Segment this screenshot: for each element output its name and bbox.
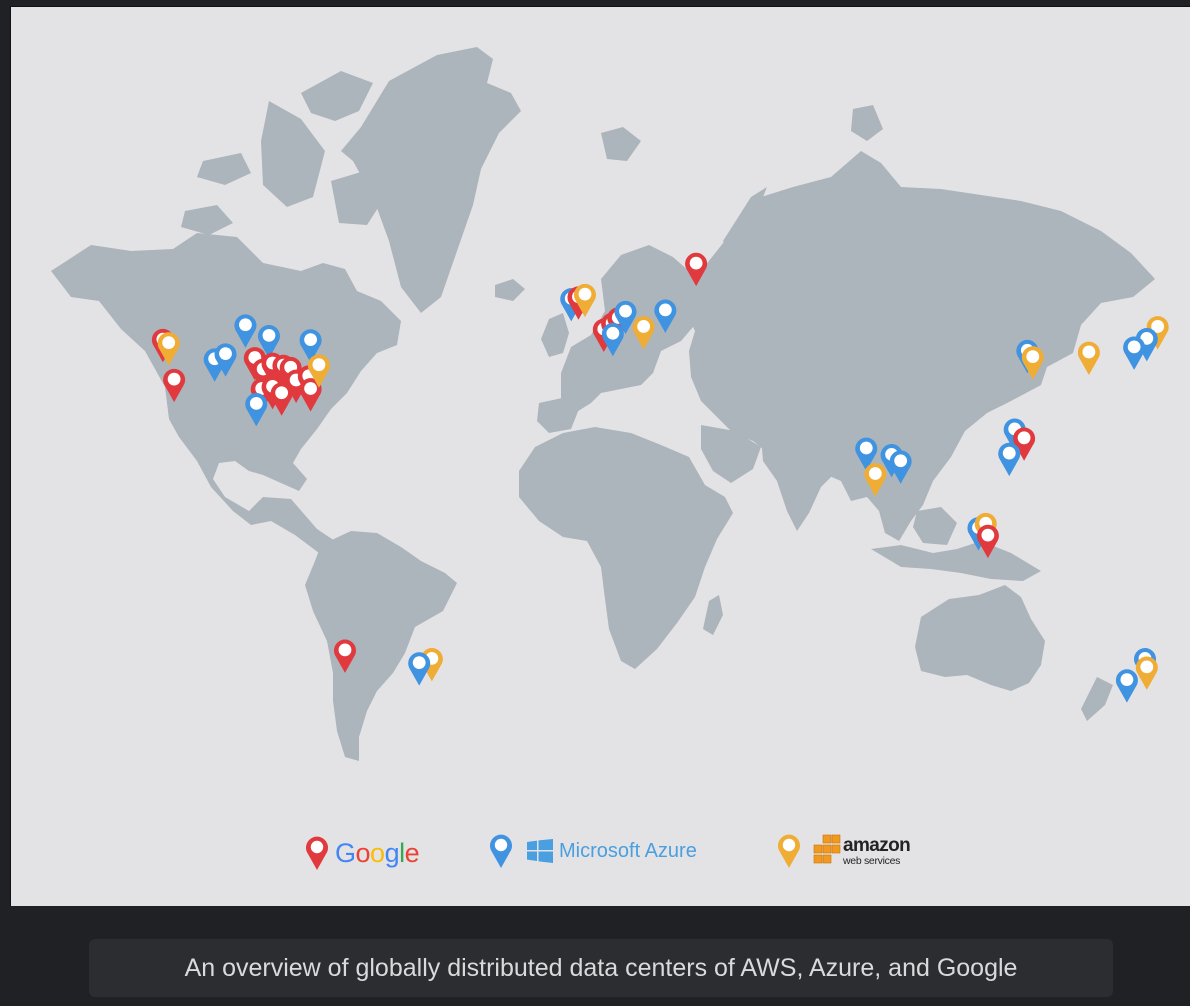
borneo-land <box>913 507 957 545</box>
arctic-island-3 <box>197 153 251 185</box>
arctic-russia-islands <box>851 105 883 141</box>
novaya-zemlya-land <box>723 187 767 257</box>
madagascar-land <box>703 595 723 635</box>
svalbard-land <box>601 127 641 161</box>
arctic-island-4 <box>181 205 233 235</box>
google-pin-icon <box>306 836 328 870</box>
windows-logo-icon <box>527 839 553 863</box>
figure-caption: An overview of globally distributed data… <box>89 939 1113 997</box>
google-pin-39 <box>976 524 999 559</box>
world-map <box>51 47 1169 761</box>
aws-cubes-icon <box>813 834 841 864</box>
aws-wordmark: amazon web services <box>843 834 911 867</box>
azure-pin-48 <box>1123 336 1146 370</box>
azure-pin-19 <box>245 393 268 427</box>
aws-pin-50 <box>1135 656 1158 690</box>
north-america-land <box>51 233 401 553</box>
google-pin-16 <box>270 382 293 416</box>
europe-land <box>561 245 701 413</box>
google-pin-18 <box>299 378 322 412</box>
azure-pin-7 <box>257 325 280 359</box>
aws-pin-icon <box>778 834 800 868</box>
aws-sublabel: web services <box>843 854 901 867</box>
azure-pin-29 <box>601 322 624 357</box>
legend-azure: Microsoft Azure <box>489 833 697 869</box>
aws-pin-21 <box>307 354 330 388</box>
azure-pin-5 <box>214 343 237 377</box>
arabia-land <box>701 425 761 483</box>
iberia-land <box>537 397 579 433</box>
map-panel: Google Microsoft Azure amazon web servic… <box>10 6 1190 906</box>
azure-label: Microsoft Azure <box>559 839 697 862</box>
azure-pin-20 <box>299 329 322 363</box>
aws-label: amazon <box>843 834 911 856</box>
legend-aws: amazon web services <box>777 833 911 869</box>
azure-pin-icon <box>490 834 512 868</box>
azure-pin-31 <box>654 299 677 333</box>
azure-pin-36 <box>889 450 912 484</box>
arctic-island-2 <box>261 101 325 207</box>
azure-pin-28 <box>614 300 637 335</box>
google-pin-3 <box>163 368 186 403</box>
azure-pin-33 <box>855 437 878 471</box>
south-america-land <box>305 531 457 761</box>
aws-pin-44 <box>1021 346 1044 380</box>
aws-pin-45 <box>1077 341 1100 375</box>
azure-pin-6 <box>234 314 257 348</box>
google-pin-41 <box>1013 427 1036 461</box>
aws-pin-34 <box>864 463 887 497</box>
azure-pin-51 <box>1115 669 1138 703</box>
azure-pin-54 <box>408 652 431 686</box>
azure-pin-42 <box>998 442 1021 477</box>
southeast-asia-islands <box>871 541 1041 581</box>
aws-pin-2 <box>157 332 180 366</box>
google-pin-32 <box>685 252 708 287</box>
legend-google: Google <box>305 833 420 873</box>
australia-land <box>915 585 1045 691</box>
iceland-land <box>495 279 525 301</box>
africa-land <box>519 427 733 669</box>
uk-land <box>541 313 569 357</box>
arctic-islands-land <box>301 71 373 121</box>
data-center-markers <box>151 252 1169 703</box>
landmasses <box>51 47 1155 761</box>
google-label: Google <box>335 838 420 868</box>
azure-pin-47 <box>1135 328 1158 362</box>
greenland-land <box>341 47 521 313</box>
aws-pin-24 <box>573 283 596 318</box>
india-land <box>761 435 841 531</box>
google-pin-52 <box>333 639 356 673</box>
aws-pin-30 <box>632 316 655 350</box>
new-zealand-land <box>1081 677 1113 721</box>
aws-pin-46 <box>1146 316 1169 350</box>
